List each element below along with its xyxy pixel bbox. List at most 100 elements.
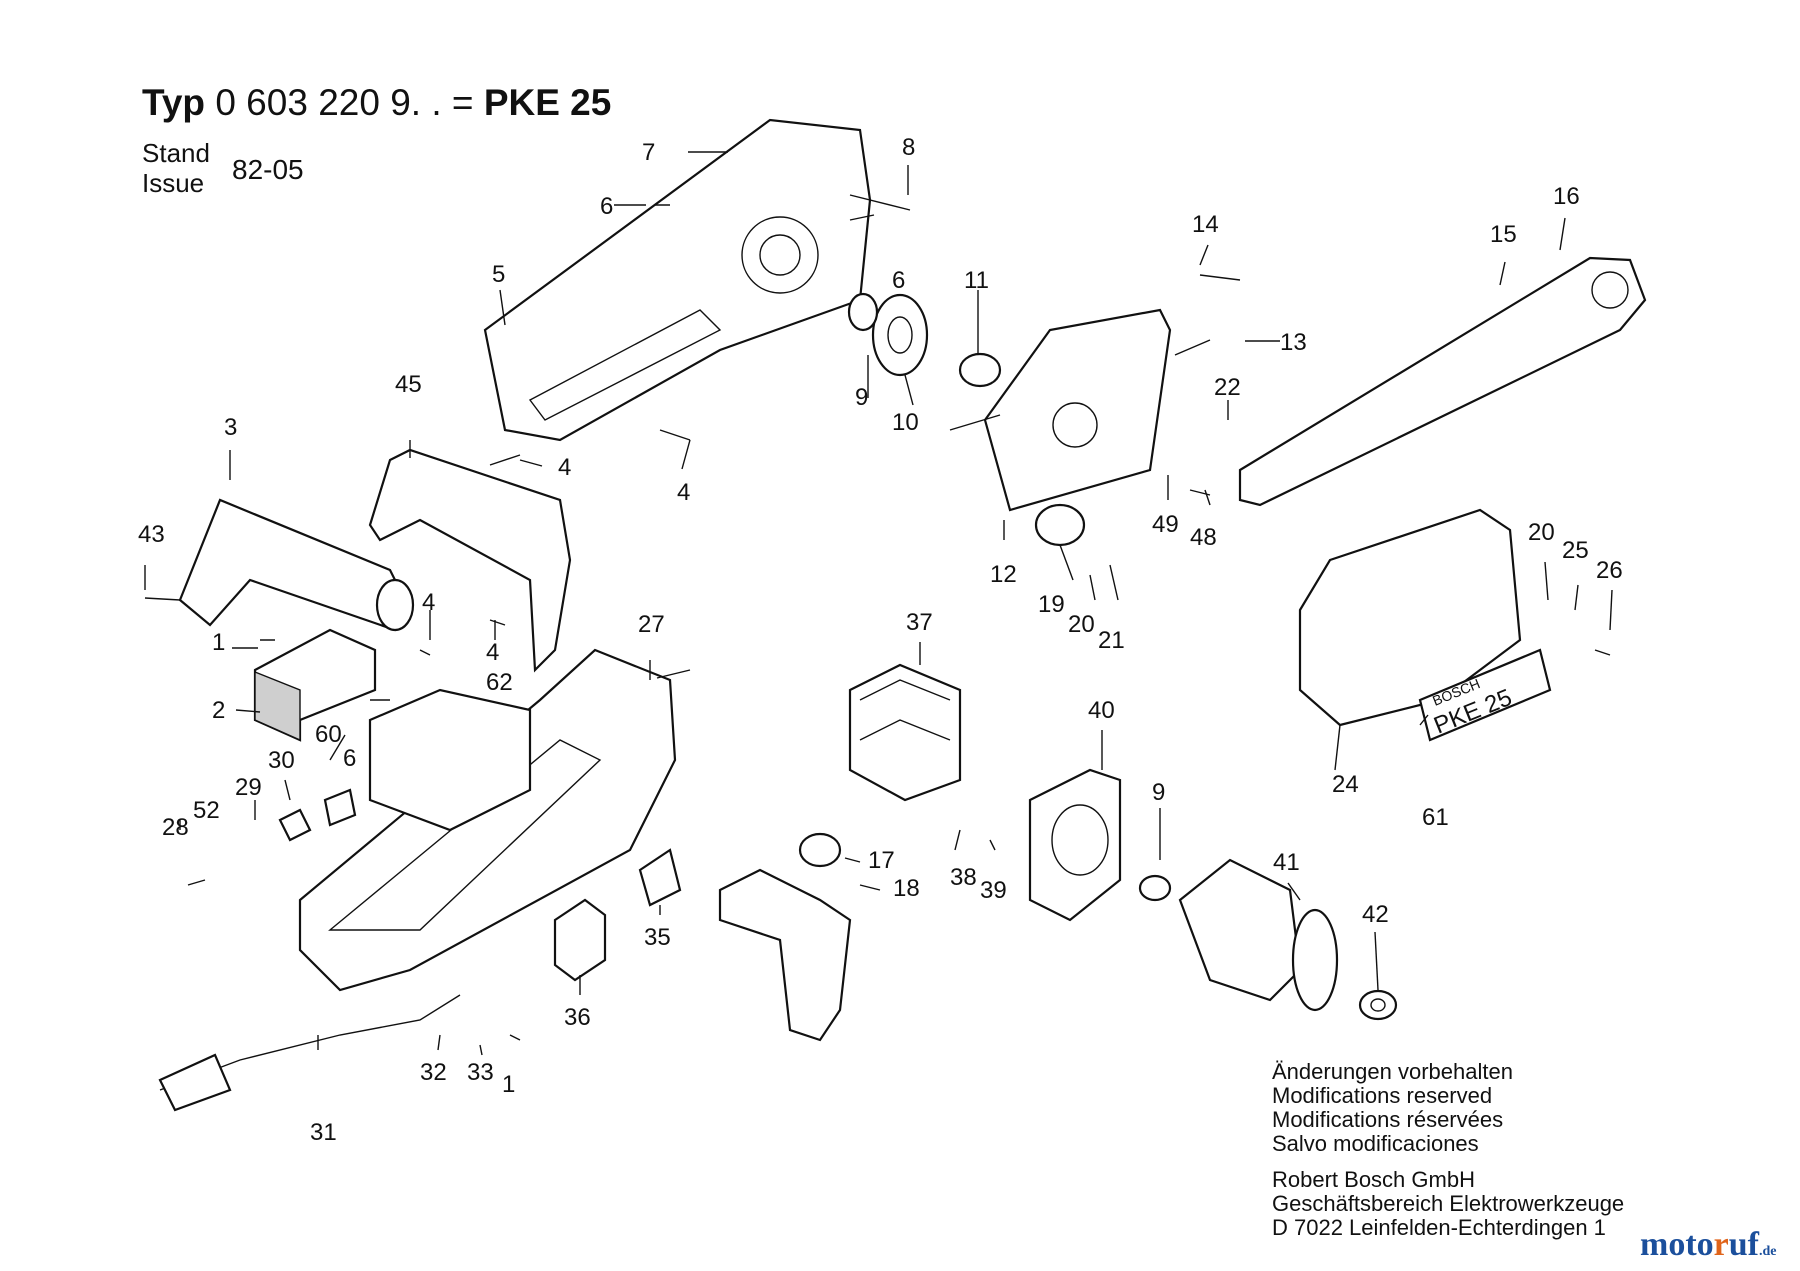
part-label: 16 xyxy=(1553,183,1580,210)
part-label: 14 xyxy=(1192,211,1219,238)
part-switch xyxy=(553,898,607,982)
part-label: 7 xyxy=(642,139,655,166)
part-label: 2 xyxy=(212,697,225,724)
company-line: Geschäftsbereich Elektrowerkzeuge xyxy=(1272,1191,1625,1216)
part-label: 62 xyxy=(486,669,513,696)
note-line: Änderungen vorbehalten xyxy=(1272,1059,1513,1084)
part-screws xyxy=(144,151,1611,1041)
part-cable-clamp xyxy=(278,788,357,842)
watermark-accent: r xyxy=(1713,1226,1729,1263)
part-number: 0 603 220 9. . xyxy=(215,82,442,123)
part-labels: 1 1 2 3 4 4 4 4 5 6 6 6 7 8 9 9 10 11 12… xyxy=(138,134,1623,1146)
part-label: 9 xyxy=(855,384,868,411)
part-label: 10 xyxy=(892,409,919,436)
note-line: Modifications réservées xyxy=(1272,1107,1504,1132)
part-front-handle xyxy=(368,448,572,673)
part-label: 33 xyxy=(467,1059,494,1086)
part-label: 48 xyxy=(1190,524,1217,551)
watermark-logo: motoruf.de xyxy=(1640,1226,1776,1264)
leader-lines xyxy=(144,151,1613,1056)
note-line: Salvo modificaciones xyxy=(1272,1131,1479,1156)
part-label: 18 xyxy=(893,875,920,902)
part-motor-housing xyxy=(298,648,677,992)
part-label: 25 xyxy=(1562,537,1589,564)
part-label: 21 xyxy=(1098,627,1125,654)
part-label: 45 xyxy=(395,371,422,398)
notes-block: Änderungen vorbehalten Modifications res… xyxy=(1272,1060,1624,1240)
part-chain-cover xyxy=(1298,508,1522,727)
part-label: 6 xyxy=(343,745,356,772)
part-label: 11 xyxy=(964,267,989,294)
diagram-header: Typ 0 603 220 9. . = PKE 25 xyxy=(142,82,611,124)
stand-label-de: Stand xyxy=(142,138,210,168)
part-label: 29 xyxy=(235,774,262,801)
part-bearing xyxy=(1358,989,1398,1021)
part-rear-handle xyxy=(178,498,415,632)
part-label: 9 xyxy=(1152,779,1165,806)
part-fan-baffle xyxy=(1028,768,1122,922)
part-cable-sleeve xyxy=(638,848,682,907)
equals-sign: = xyxy=(451,82,474,123)
part-gear xyxy=(871,293,929,377)
part-label: 3 xyxy=(224,414,237,441)
part-label: 8 xyxy=(902,134,915,161)
part-label: 15 xyxy=(1490,221,1517,248)
part-label: 43 xyxy=(138,521,165,548)
part-bush xyxy=(958,352,1002,388)
part-sprocket-cover-plate xyxy=(983,308,1172,512)
typ-word: Typ xyxy=(142,82,206,123)
part-label: 20 xyxy=(1528,519,1555,546)
part-label: 4 xyxy=(558,454,571,481)
part-label: 40 xyxy=(1088,697,1115,724)
company-line: D 7022 Leinfelden-Echterdingen 1 xyxy=(1272,1215,1606,1240)
part-label: 26 xyxy=(1596,557,1623,584)
part-label: 6 xyxy=(892,267,905,294)
part-label: 5 xyxy=(492,261,505,288)
part-label: 28 xyxy=(162,814,189,841)
note-line: Modifications reserved xyxy=(1272,1083,1493,1108)
part-label: 1 xyxy=(212,629,225,656)
stand-date: 82-05 xyxy=(232,154,304,185)
part-label: 6 xyxy=(600,193,613,220)
part-oil-pump xyxy=(718,832,852,1042)
part-label: 61 xyxy=(1422,804,1449,831)
part-label: 20 xyxy=(1068,611,1095,638)
part-label: 35 xyxy=(644,924,671,951)
part-label: 17 xyxy=(868,847,895,874)
watermark-tail: uf xyxy=(1728,1226,1759,1263)
watermark-tld: .de xyxy=(1758,1244,1777,1259)
part-label: 49 xyxy=(1152,511,1179,538)
part-sprocket xyxy=(1034,503,1086,547)
part-stator xyxy=(848,663,962,802)
part-label: 52 xyxy=(193,797,220,824)
part-bearing-lower xyxy=(1138,874,1172,902)
stand-label: Stand Issue xyxy=(142,138,210,198)
part-label: 39 xyxy=(980,877,1007,904)
part-label: 24 xyxy=(1332,771,1359,798)
part-label: 19 xyxy=(1038,591,1065,618)
part-handle-housing xyxy=(483,118,872,442)
part-label: 4 xyxy=(486,639,499,666)
part-label: 22 xyxy=(1214,374,1241,401)
part-label: 30 xyxy=(268,747,295,774)
part-bracket xyxy=(253,628,377,742)
stand-label-en: Issue xyxy=(142,168,205,198)
part-label: 1 xyxy=(502,1071,515,1098)
part-label: 36 xyxy=(564,1004,591,1031)
part-armature xyxy=(1178,858,1339,1012)
part-label: 60 xyxy=(315,721,342,748)
part-guide-bar xyxy=(1238,256,1647,507)
part-label: 4 xyxy=(422,589,435,616)
watermark-main: moto xyxy=(1640,1226,1714,1263)
part-label: 41 xyxy=(1273,849,1300,876)
part-power-cable xyxy=(158,994,461,1112)
part-label: 32 xyxy=(420,1059,447,1086)
part-label: 12 xyxy=(990,561,1017,588)
part-label: 4 xyxy=(677,479,690,506)
part-label: 38 xyxy=(950,864,977,891)
part-label: 27 xyxy=(638,611,665,638)
part-label: 13 xyxy=(1280,329,1307,356)
part-bearing-upper xyxy=(847,292,879,332)
company-line: Robert Bosch GmbH xyxy=(1272,1167,1475,1192)
